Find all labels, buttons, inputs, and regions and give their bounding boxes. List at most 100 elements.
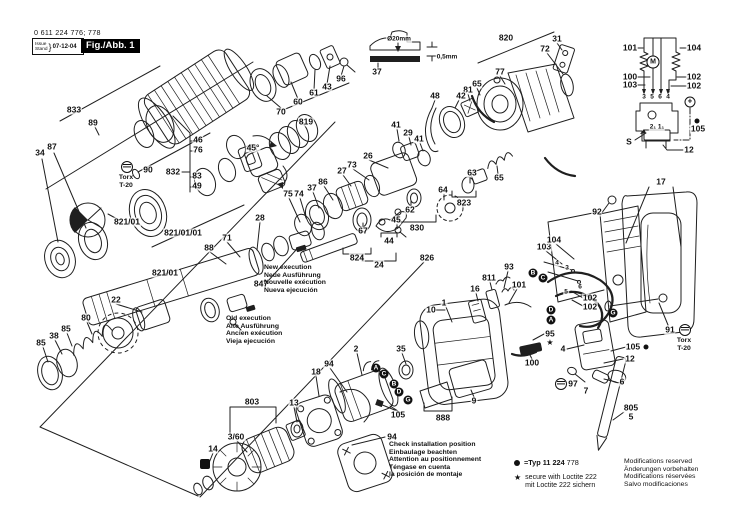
callout-73: 73: [346, 159, 358, 170]
gear-spring-row-drawing: [37, 299, 171, 391]
callout-76: 76: [192, 144, 204, 155]
figure-label: Fig./Abb. 1: [81, 39, 140, 53]
legend-typ-row: =Typ 11 224 778: [514, 458, 579, 467]
motor-housing-drawing: [413, 298, 509, 405]
callout-Ø20mm: Ø20mm: [386, 35, 412, 43]
callout-4: 4: [559, 343, 567, 354]
callout-37: 37: [371, 66, 383, 77]
dust-cap-45deg-drawing: [226, 134, 288, 194]
callout-100: 100: [621, 71, 639, 82]
callout-38: 38: [48, 330, 60, 341]
callout-83: 83: [191, 170, 203, 181]
cl-icon-c: C: [538, 273, 548, 283]
callout-75: 75: [282, 188, 294, 199]
callout-102: 102: [581, 301, 599, 312]
callout-12: 12: [624, 353, 636, 364]
callout-74: 74: [293, 188, 305, 199]
callout-105: 105: [689, 123, 707, 134]
callout-67: 67: [357, 225, 369, 236]
dot-icon: [694, 118, 700, 124]
callout-4: 4: [554, 259, 560, 267]
callout-17: 17: [655, 176, 667, 187]
callout-101: 101: [510, 279, 528, 290]
callout-103: 103: [621, 79, 639, 90]
callout-2₁ 1₁: 2₁ 1₁: [648, 123, 666, 131]
callout-18: 18: [310, 366, 322, 377]
star-icon-★: ★: [546, 338, 554, 347]
callout-3: 3: [564, 264, 570, 272]
cl-icon-g: G: [608, 308, 618, 318]
callout-22: 22: [110, 294, 122, 305]
gear-housing-drawing: [133, 48, 255, 149]
issue-date: 07-12-04: [52, 43, 77, 50]
callout-63: 63: [466, 167, 478, 178]
callout-105: 105: [624, 341, 642, 352]
callout-S: S: [625, 136, 633, 147]
callout-821/01: 821/01: [113, 216, 141, 227]
callout-826: 826: [418, 252, 436, 263]
cl-icon-b: B: [528, 268, 538, 278]
callout-3/60: 3/60: [226, 431, 246, 442]
callout-34: 34: [34, 147, 46, 158]
callout-61: 61: [308, 87, 320, 98]
stand-label: Stand: [35, 46, 48, 52]
callout-100: 100: [523, 357, 541, 368]
callout-104: 104: [685, 42, 703, 53]
callout-9: 9: [470, 395, 478, 406]
callout-832: 832: [164, 166, 182, 177]
callout-31: 31: [551, 33, 563, 44]
legend-loctite-row: ★ secure with Loctite 222 mit Loctite 22…: [514, 474, 597, 490]
callout-105: 105: [389, 409, 407, 420]
callout-92: 92: [591, 206, 603, 217]
callout-65: 65: [471, 78, 483, 89]
callout-81: 81: [462, 84, 474, 95]
callout-824: 824: [348, 252, 366, 263]
callout-102: 102: [685, 71, 703, 82]
callout-16: 16: [469, 283, 481, 294]
callout-43: 43: [321, 81, 333, 92]
callout-65: 65: [493, 172, 505, 183]
callout-72: 72: [539, 43, 551, 54]
callout-77: 77: [494, 66, 506, 77]
cl-icon-a: A: [371, 363, 381, 373]
cl-icon-d: D: [546, 305, 556, 315]
cl-icon-b: B: [389, 379, 399, 389]
crankcase-drawing: [470, 44, 575, 133]
callout-28: 28: [254, 212, 266, 223]
callout-847: 847: [252, 278, 270, 289]
cl-icon-c: C: [379, 369, 389, 379]
callout-833: 833: [65, 104, 83, 115]
callout-89: 89: [87, 117, 99, 128]
callout-71: 71: [221, 232, 233, 243]
callout-41: 41: [413, 133, 425, 144]
callout-819: 819: [297, 116, 315, 127]
callout-5: 5: [627, 411, 635, 422]
callout-101: 101: [621, 42, 639, 53]
callout-35: 35: [395, 343, 407, 354]
callout-5: 5: [563, 288, 569, 296]
legend-loctite-line1: secure with Loctite 222: [525, 474, 597, 481]
stator-drawing: [328, 359, 493, 493]
screw-icon-+: +: [684, 96, 696, 108]
switch-wiring-drawing: [468, 156, 616, 384]
callout-60: 60: [292, 96, 304, 107]
callout-45°: 45°: [245, 142, 261, 153]
callout-7: 7: [582, 385, 590, 396]
callout-95: 95: [544, 328, 556, 339]
callout-85: 85: [60, 323, 72, 334]
callout-24: 24: [373, 259, 385, 270]
callout-44: 44: [383, 235, 395, 246]
issue-stand-labels: Issue Stand: [35, 42, 48, 52]
callout-803: 803: [243, 396, 261, 407]
callout-87: 87: [46, 141, 58, 152]
front-cap-parts-drawing: [249, 45, 356, 102]
callout-37: 37: [306, 182, 318, 193]
callout-821/01: 821/01: [151, 267, 179, 278]
callout-88: 88: [203, 242, 215, 253]
